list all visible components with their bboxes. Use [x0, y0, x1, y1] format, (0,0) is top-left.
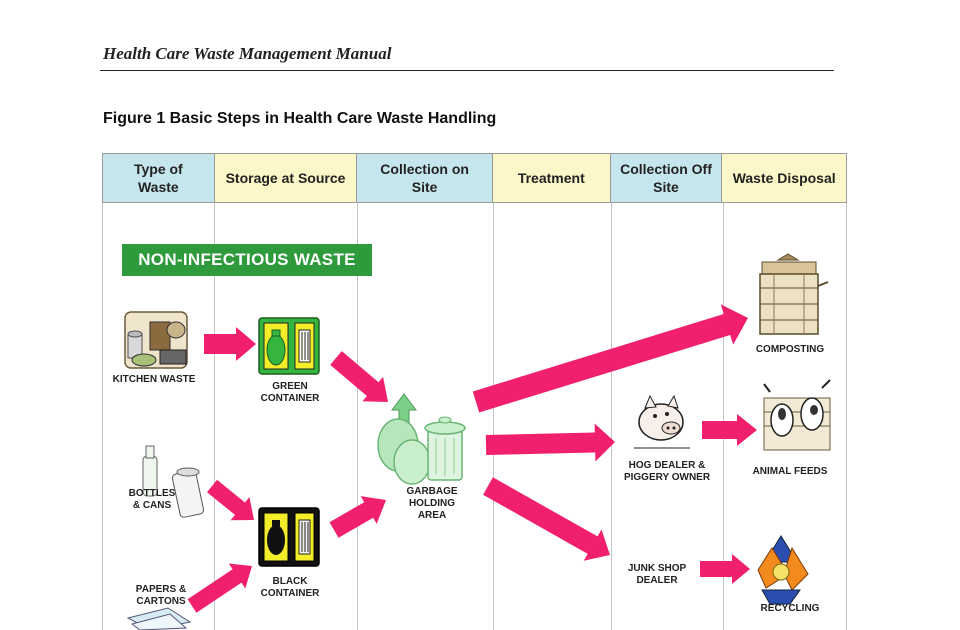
flow-arrows: [187, 304, 757, 613]
arrow-bottles-to-black: [207, 479, 254, 521]
green-container-icon: [258, 317, 320, 375]
label-green-container: GREEN CONTAINER: [260, 381, 320, 404]
label-hog-dealer: HOG DEALER & PIGGERY OWNER: [623, 460, 711, 483]
pig-icon: [634, 394, 690, 449]
arrow-holding-to-composting: [472, 304, 748, 413]
column-header-collection-on-site: Collection on Site: [357, 154, 493, 202]
label-papers-and-cartons: PAPERS & CARTONS: [135, 584, 187, 607]
column-divider: [723, 203, 724, 630]
column-divider: [214, 203, 215, 630]
black-container-icon: [258, 507, 320, 567]
header-rule: [100, 70, 834, 71]
animal-feeds-icon: [763, 379, 831, 451]
column-divider: [493, 203, 494, 630]
label-bottles-and-cans: BOTTLES & CANS: [128, 488, 176, 511]
bottles-and-cans-icon: [142, 445, 205, 518]
recycling-icon: [757, 535, 809, 605]
papers-and-cartons-icon: [126, 607, 192, 630]
label-garbage-holding-area: GARBAGE HOLDING AREA: [406, 486, 458, 521]
arrow-holding-to-junk: [483, 477, 610, 561]
column-divider: [357, 203, 358, 630]
column-header-collection-off-site: Collection Off Site: [610, 154, 723, 202]
column-header-storage-at-source: Storage at Source: [214, 154, 358, 202]
garbage-holding-area-icon: [377, 393, 466, 485]
label-junk-shop-dealer: JUNK SHOP DEALER: [627, 563, 687, 586]
label-animal-feeds: ANIMAL FEEDS: [752, 466, 828, 477]
label-kitchen-waste: KITCHEN WASTE: [112, 374, 196, 385]
composting-icon: [759, 253, 829, 335]
column-header-waste-disposal: Waste Disposal: [722, 154, 847, 202]
figure-caption: Figure 1 Basic Steps in Health Care Wast…: [103, 110, 497, 127]
kitchen-waste-icon: [124, 311, 188, 369]
column-divider: [846, 203, 847, 630]
arrow-hog-to-feeds: [702, 414, 757, 446]
arrow-kitchen-to-green: [204, 327, 256, 361]
arrow-papers-to-black: [187, 563, 252, 613]
arrow-green-to-holding: [330, 351, 388, 402]
column-divider: [102, 203, 103, 630]
label-black-container: BLACK CONTAINER: [260, 576, 320, 599]
column-header-treatment: Treatment: [492, 154, 611, 202]
column-header-row: Type of Waste Storage at Source Collecti…: [102, 153, 847, 203]
column-header-type-of-waste: Type of Waste: [103, 154, 215, 202]
label-recycling: RECYCLING: [760, 603, 820, 614]
non-infectious-waste-banner: NON-INFECTIOUS WASTE: [122, 244, 372, 276]
column-divider: [611, 203, 612, 630]
arrow-junk-to-recycling: [700, 554, 750, 584]
label-composting: COMPOSTING: [755, 344, 825, 355]
running-title: Health Care Waste Management Manual: [103, 44, 392, 63]
arrow-holding-to-hog: [485, 423, 615, 462]
arrow-black-to-holding: [329, 496, 386, 538]
